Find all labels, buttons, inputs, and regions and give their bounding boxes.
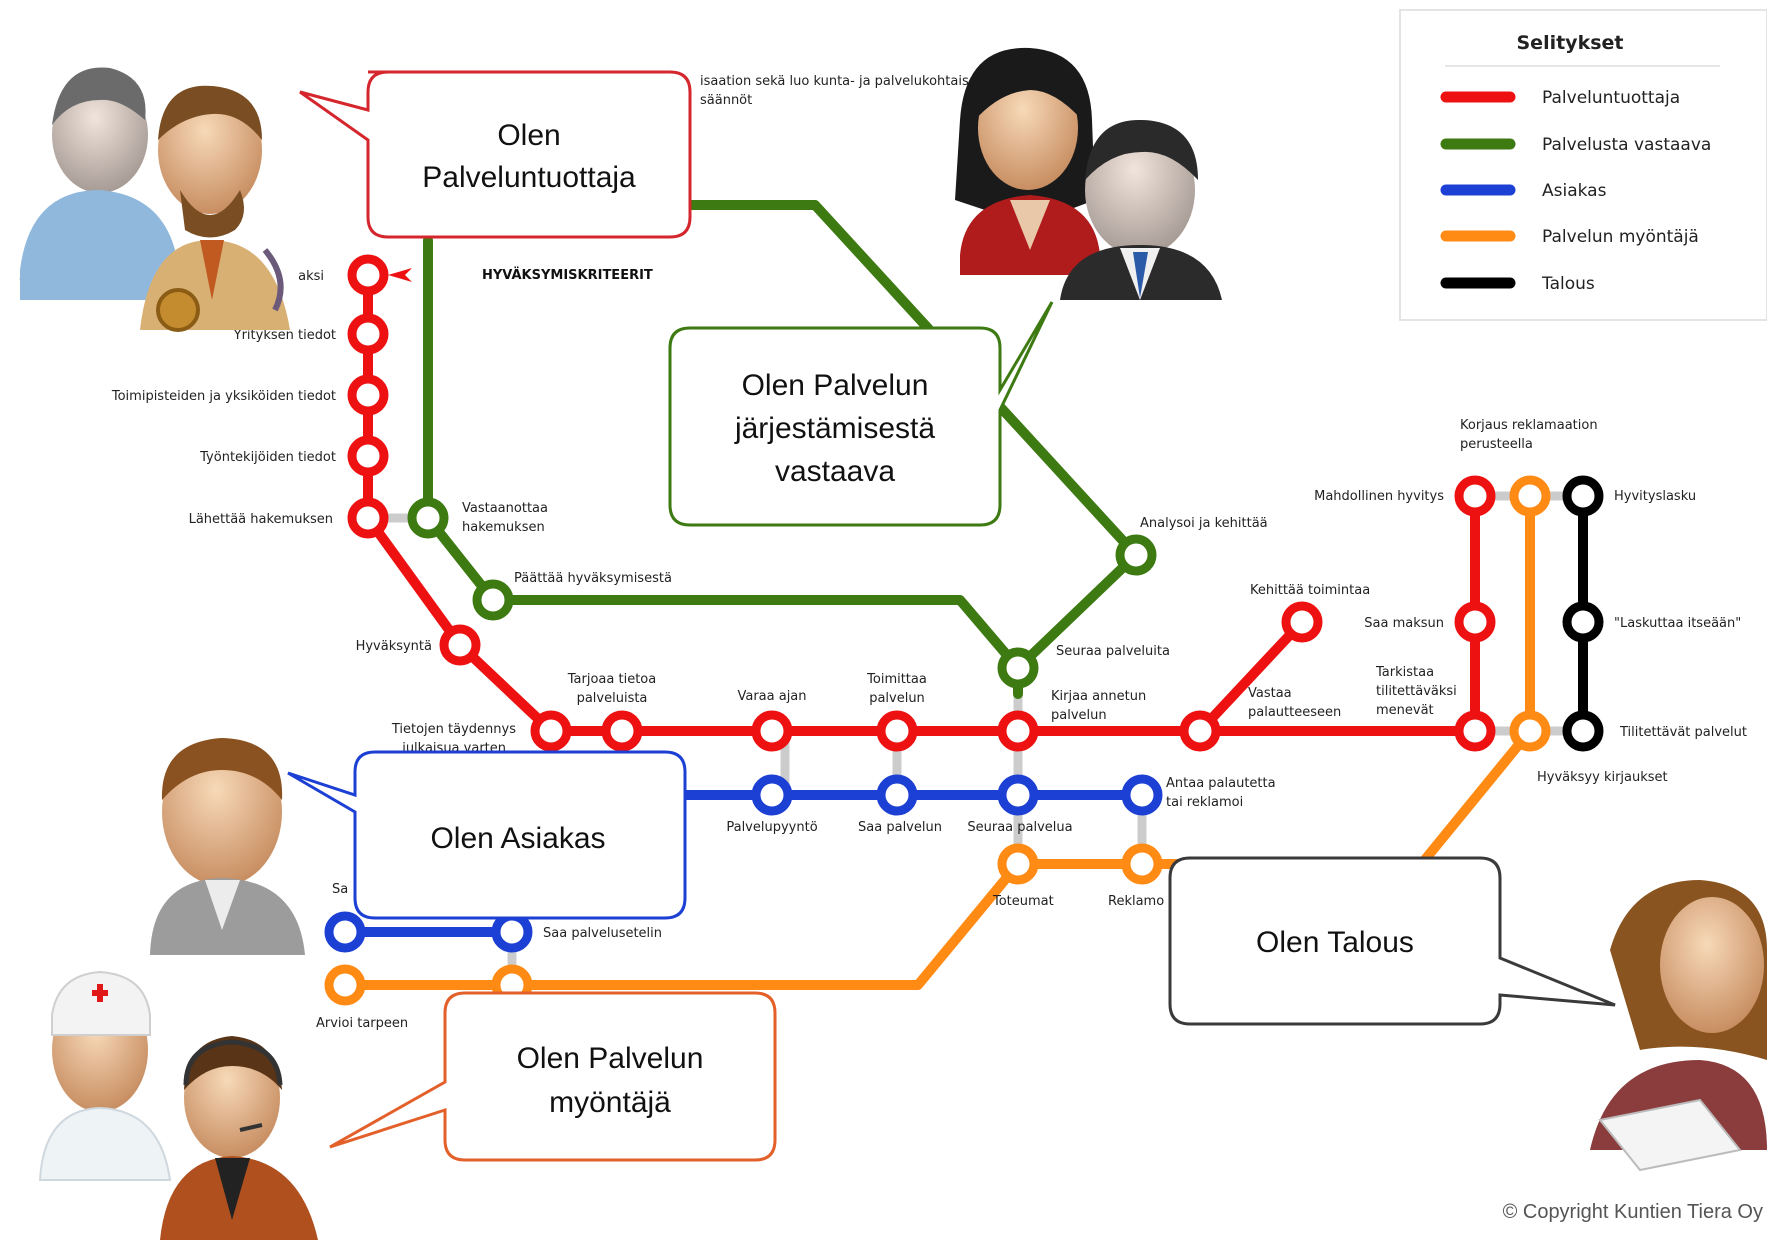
bubble-grantor-line2: myöntäjä (549, 1086, 671, 1119)
station-laskuttaa: "Laskuttaa itseään" (1614, 616, 1741, 631)
station-saa-maksun: Saa maksun (1364, 616, 1444, 631)
station-seuraa-palveluita: Seuraa palveluita (1056, 644, 1170, 659)
bubble-producer: Olen Palveluntuottaja (299, 70, 692, 239)
start-arrow-icon (388, 268, 412, 282)
station-toimipisteet: Toimipisteiden ja yksiköiden tiedot (111, 389, 336, 404)
station-kirjaa-2: palvelun (1051, 708, 1107, 723)
station-paattaa: Päättää hyväksymisestä (514, 571, 672, 586)
station-palvelupyynto: Palvelupyyntö (726, 820, 817, 835)
station-tarkistaa-3: menevät (1376, 703, 1434, 718)
bubble-responsible-line1: Olen Palvelun (742, 369, 929, 402)
legend-label-responsible: Palvelusta vastaava (1542, 135, 1711, 155)
station-kirjaa-1: Kirjaa annetun (1051, 689, 1146, 704)
bubble-producer-line2: Palveluntuottaja (422, 161, 636, 194)
station-yritys: Yrityksen tiedot (233, 328, 336, 343)
bubble-responsible-line2: järjestämisestä (734, 412, 935, 445)
station-hyvaksyy: Hyväksyy kirjaukset (1537, 770, 1668, 785)
station-tyontekijat: Työntekijöiden tiedot (199, 450, 336, 465)
legend-label-finance: Talous (1541, 274, 1595, 294)
station-hyvaksynta: Hyväksyntä (356, 639, 432, 654)
station-seuraa-palvelua: Seuraa palvelua (967, 820, 1072, 835)
station-taydennys-1: Tietojen täydennys (391, 722, 516, 737)
bubble-grantor-line1: Olen Palvelun (517, 1042, 704, 1075)
station-toimittaa-1: Toimittaa (866, 672, 927, 687)
legend-label-customer: Asiakas (1542, 181, 1607, 201)
station-vastaanottaa-1: Vastaanottaa (462, 501, 548, 516)
station-lahettaa: Lähettää hakemuksen (189, 512, 333, 527)
line-red (363, 270, 1480, 736)
station-tarjoaa-1: Tarjoaa tietoa (567, 672, 656, 687)
station-sa: Sa (332, 882, 348, 897)
station-tarkistaa-2: tilitettäväksi (1376, 684, 1457, 699)
business-people-icon (955, 47, 1222, 300)
station-vastaanottaa-2: hakemuksen (462, 520, 545, 535)
bubble-responsible-line3: vastaava (775, 455, 895, 488)
doctors-icon (19, 67, 290, 332)
station-ilmoittautuu: aksi (298, 269, 324, 284)
station-vastaa-2: palautteeseen (1248, 705, 1341, 720)
legend: Selitykset Palveluntuottaja Palvelusta v… (1399, 9, 1767, 321)
bubble-producer-line1: Olen (497, 119, 560, 152)
top-note-line2: säännöt (700, 93, 752, 108)
bubble-responsible: Olen Palvelun järjestämisestä vastaava (668, 301, 1054, 527)
top-note-line1: isaation sekä luo kunta- ja palvelukohta… (700, 74, 969, 89)
station-reklamo: Reklamo (1108, 894, 1164, 909)
station-labels: HYVÄKSYMISKRITEERIT isaation sekä luo ku… (111, 74, 1747, 1031)
bubble-finance: Olen Talous (1168, 856, 1616, 1026)
station-saa-palvelun: Saa palvelun (858, 820, 942, 835)
legend-box (1399, 9, 1767, 321)
station-korjaus-2: perusteella (1460, 437, 1533, 452)
legend-title: Selitykset (1517, 32, 1624, 54)
station-saa-seteli: Saa palvelusetelin (543, 926, 662, 941)
station-arvioi: Arvioi tarpeen (316, 1016, 408, 1031)
station-antaa-1: Antaa palautetta (1166, 776, 1276, 791)
station-korjaus-1: Korjaus reklamaation (1460, 418, 1598, 433)
station-antaa-2: tai reklamoi (1166, 795, 1243, 810)
station-analysoi: Analysoi ja kehittää (1140, 516, 1268, 531)
station-hyvityslasku: Hyvityslasku (1614, 489, 1696, 504)
station-varaa: Varaa ajan (737, 689, 806, 704)
legend-label-producer: Palveluntuottaja (1542, 88, 1680, 108)
health-workers-icon (38, 970, 318, 1240)
station-tarkistaa-1: Tarkistaa (1375, 665, 1434, 680)
accountant-icon (1590, 880, 1767, 1172)
copyright: © Copyright Kuntien Tiera Oy (1503, 1201, 1763, 1223)
bubble-grantor: Olen Palvelun myöntäjä (329, 991, 777, 1162)
station-toteumat: Toteumat (992, 894, 1054, 909)
heading-label: HYVÄKSYMISKRITEERIT (482, 267, 653, 283)
legend-label-grantor: Palvelun myöntäjä (1542, 227, 1699, 247)
station-hyvitys: Mahdollinen hyvitys (1314, 489, 1444, 504)
station-toimittaa-2: palvelun (869, 691, 925, 706)
station-vastaa-1: Vastaa (1248, 686, 1292, 701)
station-tarjoaa-2: palveluista (577, 691, 648, 706)
bubble-customer: Olen Asiakas (287, 750, 687, 920)
station-tilitettavat: Tilitettävät palvelut (1619, 725, 1747, 740)
customer-icon (150, 738, 305, 955)
bubble-finance-line1: Olen Talous (1256, 926, 1414, 959)
bubble-customer-line1: Olen Asiakas (430, 822, 605, 855)
stations (324, 254, 1604, 1006)
station-kehittaa: Kehittää toimintaa (1250, 583, 1370, 598)
